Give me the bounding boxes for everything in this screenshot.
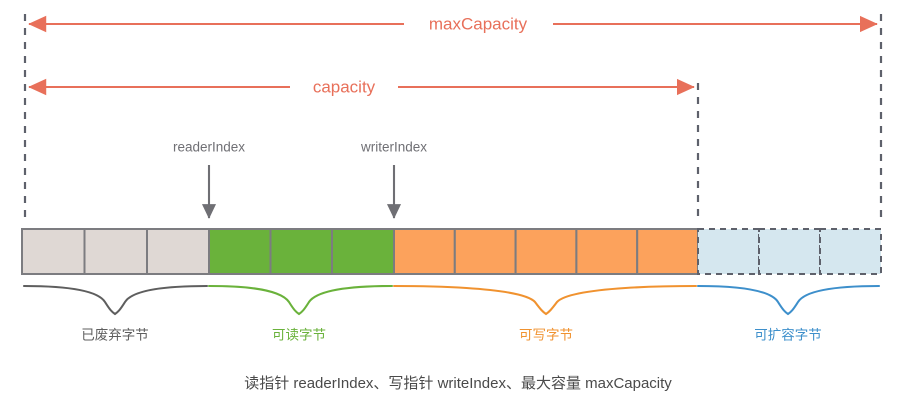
diagram-caption: 读指针 readerIndex、写指针 writeIndex、最大容量 maxC… (244, 375, 672, 392)
writer-index-label: writerIndex (360, 140, 427, 155)
segment-labels: 已废弃字节 可读字节 可写字节 可扩容字节 (81, 327, 822, 343)
buffer-cell[interactable] (208, 228, 272, 275)
segment-label-writable: 可写字节 (519, 328, 573, 343)
measure-max-capacity: maxCapacity (28, 14, 878, 33)
buffer-cell[interactable] (575, 228, 639, 275)
segment-cells-readable (208, 228, 395, 275)
buffer-cell-dashed[interactable] (819, 228, 882, 275)
buffer-cell[interactable] (453, 228, 517, 275)
buffer-cell-dashed[interactable] (758, 228, 821, 275)
segment-label-discarded: 已废弃字节 (81, 328, 149, 343)
brace-discarded (22, 284, 209, 316)
max-capacity-label: maxCapacity (429, 14, 528, 33)
segment-braces (22, 284, 881, 316)
segment-cells-writable (393, 228, 700, 275)
brace-expandable (696, 284, 881, 316)
buffer-cell[interactable] (393, 228, 456, 275)
buffer-cell[interactable] (269, 228, 333, 275)
brace-writable (392, 284, 698, 316)
measure-capacity: capacity (28, 77, 695, 96)
pointer-writer-index: writerIndex (360, 140, 427, 219)
buffer-bar (21, 228, 882, 275)
brace-readable (207, 284, 394, 316)
pointer-reader-index: readerIndex (173, 140, 245, 219)
buffer-cell[interactable] (514, 228, 578, 275)
segment-cells-expandable (697, 228, 882, 275)
segment-label-readable: 可读字节 (272, 328, 326, 343)
reader-index-label: readerIndex (173, 140, 245, 155)
buffer-cell[interactable] (21, 228, 86, 275)
buffer-cell[interactable] (146, 228, 210, 275)
buffer-cell-dashed[interactable] (697, 228, 760, 275)
buffer-cell[interactable] (83, 228, 148, 275)
buffer-cell[interactable] (636, 228, 700, 275)
buffer-cell[interactable] (331, 228, 395, 275)
capacity-label: capacity (313, 77, 376, 96)
segment-cells-discarded (21, 228, 210, 275)
segment-label-expandable: 可扩容字节 (754, 327, 822, 343)
guide-lines (23, 14, 883, 222)
